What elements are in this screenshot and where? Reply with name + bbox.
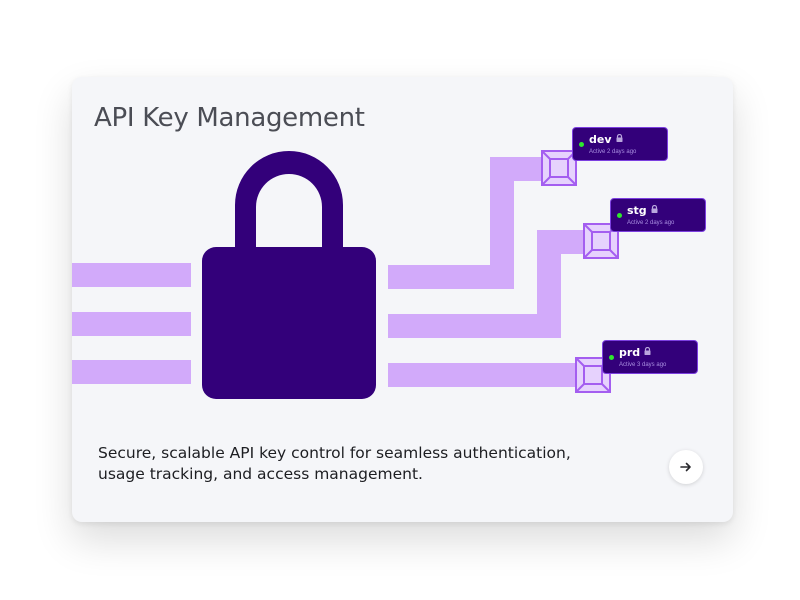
env-tag-dev[interactable]: dev Active 2 days ago [572,127,668,161]
env-name: prd [619,346,641,359]
input-bar [72,312,191,336]
env-name: stg [627,204,647,217]
node-icon [541,150,577,186]
open-card-button[interactable] [669,450,703,484]
env-name: dev [589,133,612,146]
connector-stg [388,230,587,338]
api-key-illustration [72,150,619,399]
env-status: Active 2 days ago [627,220,675,226]
arrow-right-icon [680,462,691,472]
env-tag-prd[interactable]: prd Active 3 days ago [602,340,698,374]
lock-icon [616,134,623,142]
status-dot [617,213,622,218]
status-dot [579,142,584,147]
input-bar [72,360,191,384]
connector-prd [388,363,578,387]
card-description: Secure, scalable API key control for sea… [98,444,571,483]
status-dot [609,355,614,360]
api-key-management-card: API Key Management dev Active 2 days ago… [72,77,733,522]
padlock-icon [202,151,376,399]
card-title: API Key Management [94,103,365,133]
env-tag-stg[interactable]: stg Active 2 days ago [610,198,706,232]
env-status: Active 3 days ago [619,362,667,368]
input-bar [72,263,191,287]
lock-icon [644,347,651,355]
connector-dev [388,157,545,289]
lock-icon [651,205,658,213]
env-status: Active 2 days ago [589,149,637,155]
